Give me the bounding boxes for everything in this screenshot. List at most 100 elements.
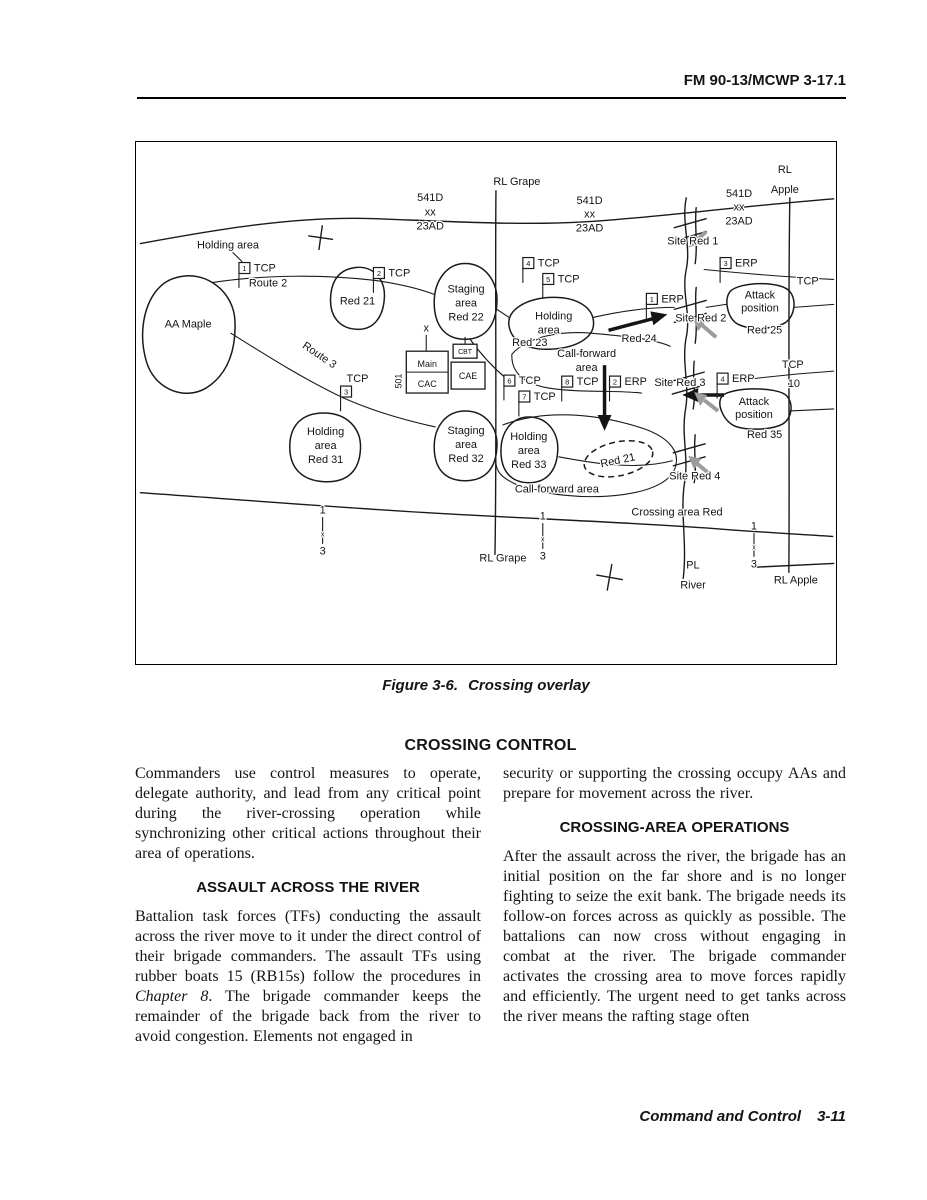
svg-text:3: 3 [751,558,757,570]
svg-text:1: 1 [751,521,757,533]
svg-text:1: 1 [540,511,546,523]
svg-text:5: 5 [546,275,550,284]
red21-objective-label: Red 21 [599,451,636,470]
paragraph-text: Battalion task forces (TFs) conducting t… [135,908,481,985]
crossing-overlay-diagram: x Main CAC 501 CBT CAE 541D xx 23AD [139,163,835,593]
paragraph-assault: Battalion task forces (TFs) conducting t… [135,907,481,1047]
paragraph-crossing-area: After the assault across the river, the … [503,848,846,1025]
red21-blob [329,266,386,331]
staging32-blob [433,410,498,482]
holding31-blob [289,412,362,483]
tcp-flag-7: 7 TCP [518,390,557,417]
unit-501-label: 501 [393,374,403,389]
holding33-blob [500,416,559,484]
roads [212,268,835,467]
svg-text:Red 25: Red 25 [747,324,782,336]
svg-text:Red 33: Red 33 [511,459,546,471]
attack25-blob [726,282,795,330]
attack35-blob [719,388,792,430]
svg-text:area: area [538,324,561,336]
south-boundary-line [139,491,834,538]
erp-3-label: ERP [735,258,758,270]
red21-objective-ellipse [583,439,654,478]
svg-text:1: 1 [320,505,326,517]
erp-flag-1: 1 ERP [645,292,685,319]
holding-area-top-label: Holding area [197,240,260,252]
svg-text:x: x [541,536,545,543]
svg-text:TCP: TCP [782,359,804,371]
svg-text:xx: xx [584,209,595,221]
svg-text:1: 1 [650,295,654,304]
unit-symbol-cae: CBT CAE [450,336,486,390]
tcp-flag-6: 6 TCP [503,374,542,401]
holding-area-leader [232,252,243,263]
page-header: FM 90-13/MCWP 3-17.1 [683,72,846,89]
tcp-ne-label: TCP [797,275,819,287]
cbt-label: CBT [458,349,473,356]
tcp-3-label: TCP [347,373,369,385]
river-bank-segments [692,207,698,484]
call-forward-area-north-boundary [511,332,671,394]
svg-text:541D: 541D [726,188,752,200]
south-east-boundary-line [751,562,835,569]
svg-text:Call-forward: Call-forward [557,348,616,360]
cross-symbol-north [308,225,334,251]
rl-grape-bottom-label: RL Grape [479,552,526,564]
svg-text:10: 10 [788,378,800,390]
svg-text:area: area [518,445,541,457]
holding33-label: Holding area Red 33 [509,430,549,472]
arrow-to-site-red-2 [608,311,668,332]
erp-flag-2: 2 ERP [608,375,648,402]
svg-text:position: position [735,409,773,421]
tcp-6-label: TCP [519,375,541,387]
svg-text:2: 2 [377,269,381,278]
section-title: CROSSING CONTROL [404,737,577,754]
holding23-blob [508,296,595,350]
subheading-assault: ASSAULT ACROSS THE RIVER [196,879,420,896]
crossing-area-red-label: Crossing area Red [631,507,722,519]
battalion-boundary-marker-3: 1 x 3 [750,519,759,571]
svg-text:1: 1 [242,264,246,273]
site-red-1-label: Site Red 1 [667,236,718,248]
svg-text:Holding: Holding [535,310,572,322]
svg-text:Holding: Holding [307,426,344,438]
left-column: Commanders use control measures to opera… [135,764,481,1047]
north-boundary-line [139,198,835,245]
tcp-1-label: TCP [254,263,276,275]
river-line [682,197,689,580]
svg-text:3: 3 [344,388,348,397]
svg-text:3: 3 [320,545,326,557]
erp-1-label: ERP [661,293,684,305]
tcp-flag-3: TCP 3 [339,372,370,412]
svg-text:Red 23: Red 23 [512,337,547,349]
erp-4-label: ERP [732,373,755,385]
cac-label: CAC [418,379,437,389]
figure-number: Figure 3-6. [382,677,459,694]
svg-text:541D: 541D [417,192,443,204]
tcp-10-label: TCP 10 [781,358,805,391]
svg-text:4: 4 [721,375,725,384]
right-column: security or supporting the crossing occu… [503,764,846,1047]
battalion-boundary-marker-2: 1 x 3 [538,509,547,563]
tcp-flag-5: 5 TCP [542,272,581,299]
svg-text:xx: xx [734,202,745,214]
svg-text:area: area [455,439,478,451]
tcp-2-label: TCP [388,267,410,279]
rl-apple-top-label-1: RL [778,164,792,176]
tcp-flag-4: 4 TCP [522,256,561,284]
unit-symbol-main-cac: x Main CAC 501 [392,321,449,394]
erp-flag-4: 4 ERP [716,372,756,399]
tcp-flag-8: 8 TCP [561,375,600,402]
svg-text:position: position [741,302,779,314]
staging32-label: Staging area Red 32 [446,424,486,466]
aa-maple-label: AA Maple [165,318,212,330]
battalion-boundary-marker-1: 1 x 3 [318,503,327,558]
svg-text:xx: xx [425,207,436,219]
svg-text:6: 6 [507,377,511,386]
svg-text:7: 7 [522,393,526,402]
staging22-label: Staging area Red 22 [446,282,486,324]
svg-text:23AD: 23AD [576,223,603,235]
paragraph-continuation: security or supporting the crossing occu… [503,765,846,802]
pl-river-label-1: PL [686,559,699,571]
